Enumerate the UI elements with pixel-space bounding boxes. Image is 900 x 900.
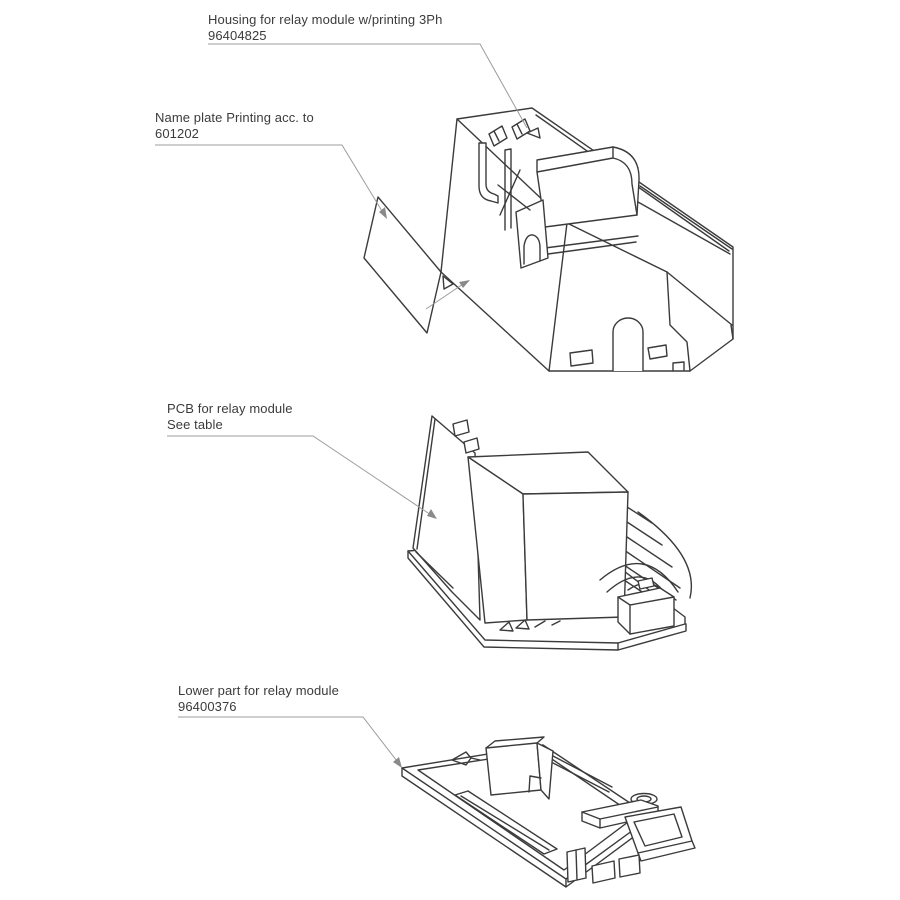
label-lower-part: Lower part for relay module 96400376 — [178, 683, 339, 714]
label-pcb-note: See table — [167, 416, 223, 432]
housing-inner-wall — [515, 199, 549, 269]
pcb-relay-box-right — [522, 491, 629, 621]
pcb-terminal-block — [617, 587, 675, 635]
leader-housing — [208, 43, 528, 129]
housing-arch-cutout — [612, 317, 644, 372]
leader-lines — [155, 43, 528, 768]
label-name-plate: Name plate Printing acc. to 601202 — [155, 110, 314, 141]
label-name-plate-name: Name plate Printing acc. to — [155, 110, 314, 125]
label-pcb-name: PCB for relay module — [167, 401, 293, 416]
lower-rim-clip — [451, 751, 481, 766]
housing-hook-clip — [478, 142, 499, 204]
leader-name-plate-arrowhead — [379, 207, 387, 219]
lower-tray-slot — [454, 790, 558, 855]
housing-top-clip-1 — [488, 125, 508, 147]
label-housing: Housing for relay module w/printing 3Ph … — [208, 12, 442, 43]
name-plate-outline — [363, 196, 442, 334]
leader-pcb — [167, 435, 435, 518]
label-name-plate-partnumber: 601202 — [155, 125, 199, 141]
name-plate-drawing — [363, 196, 470, 334]
label-pcb: PCB for relay module See table — [167, 401, 293, 432]
pcb-assembly-drawing — [407, 415, 692, 651]
name-plate-insert-arrowhead — [459, 280, 470, 288]
label-housing-partnumber: 96404825 — [208, 27, 267, 43]
housing-inner-block — [536, 146, 640, 228]
name-plate-insert-arrow-line — [425, 281, 467, 310]
lower-frame-inner — [633, 813, 683, 847]
housing-drawing — [440, 107, 734, 372]
leader-name-plate — [155, 144, 386, 217]
leader-lower-part-arrowhead — [393, 757, 402, 768]
label-housing-name: Housing for relay module w/printing 3Ph — [208, 12, 443, 27]
lower-part-drawing — [401, 736, 696, 888]
leader-lower-part — [178, 716, 401, 766]
lower-block-front — [485, 742, 542, 796]
label-lower-part-partnumber: 96400376 — [178, 698, 237, 714]
leader-pcb-arrowhead — [427, 509, 437, 519]
housing-plate-clip — [442, 275, 454, 290]
label-lower-part-name: Lower part for relay module — [178, 683, 339, 698]
lower-block-panel — [536, 742, 554, 800]
